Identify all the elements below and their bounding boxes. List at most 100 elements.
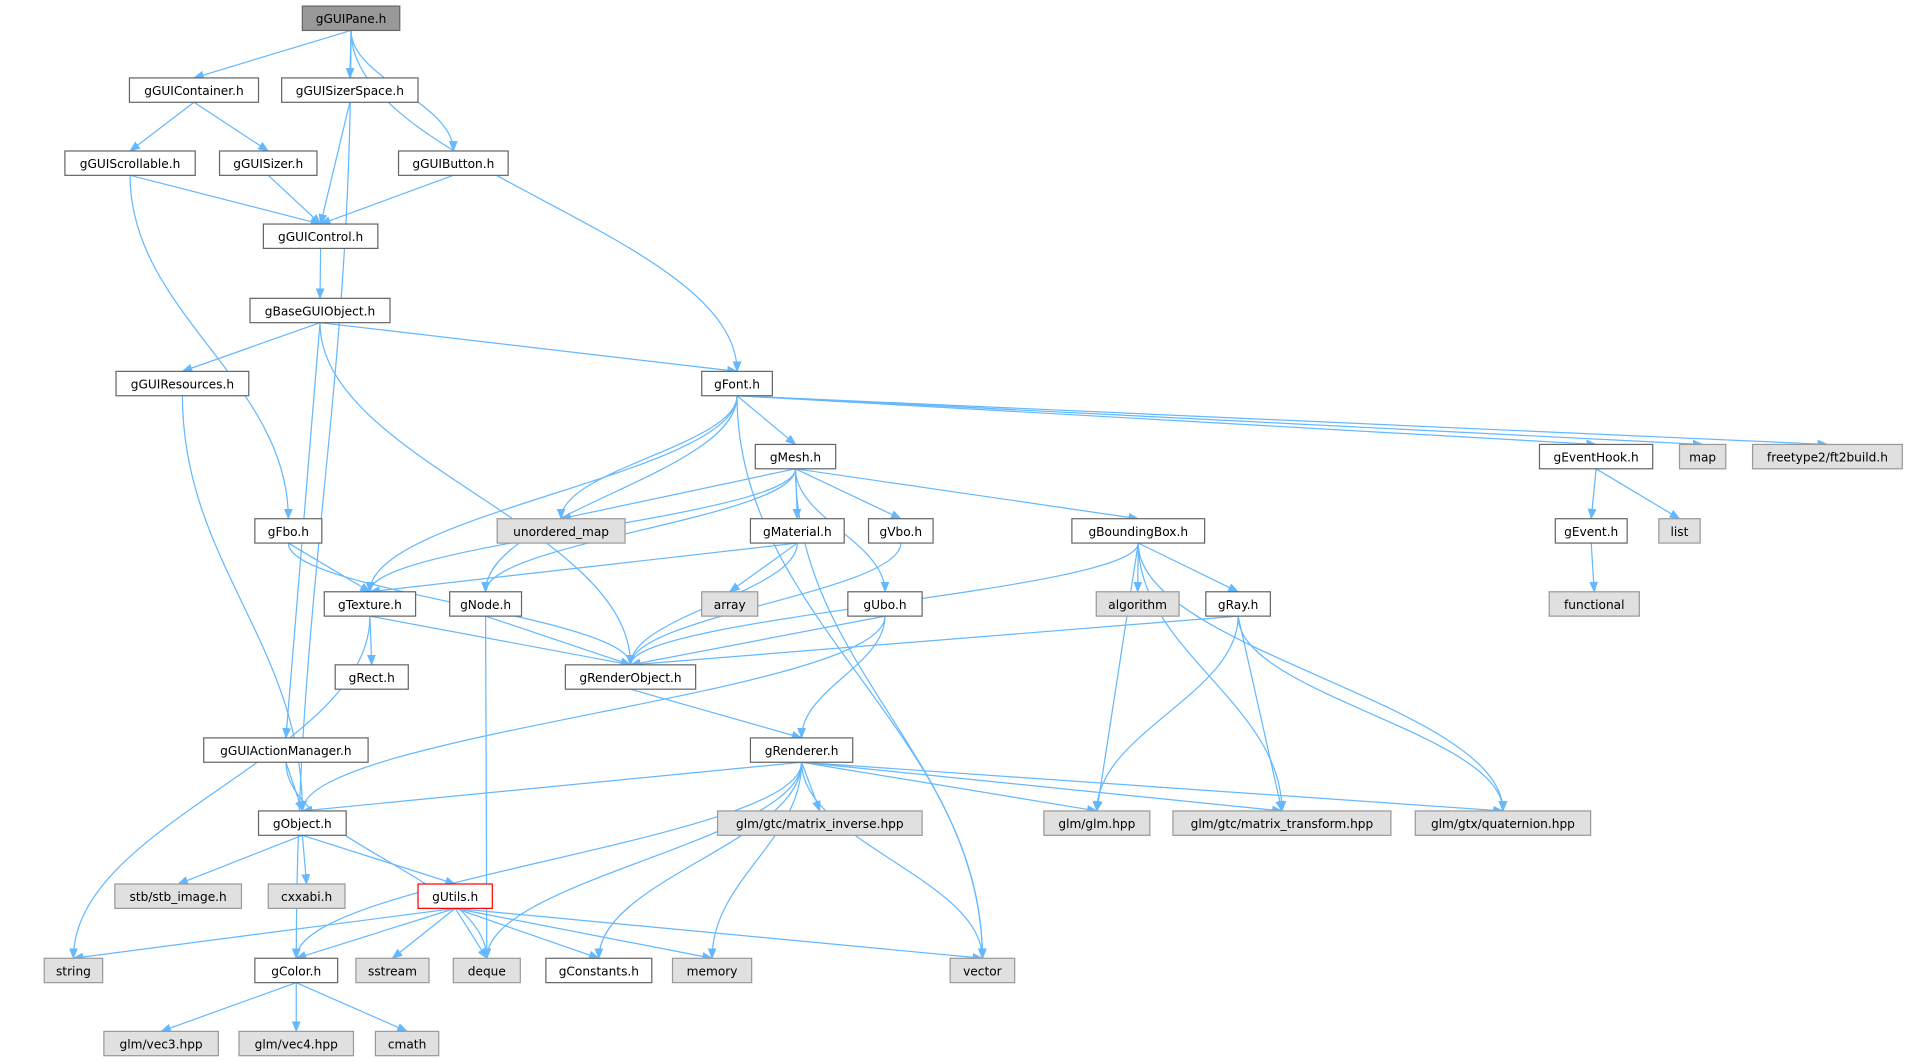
node-label: gVbo.h: [880, 525, 923, 539]
node-box: [323, 591, 417, 617]
node-box: [397, 150, 509, 176]
edge-gMesh-to-unordered_map: [560, 468, 796, 521]
edge-gBaseGUIObject-to-gFont: [319, 322, 739, 375]
edge-gFont-to-map: [737, 395, 1704, 449]
node-box: [334, 664, 409, 690]
node-gGUIContainer[interactable]: gGUIContainer.h: [128, 77, 260, 103]
node-gUtils[interactable]: gUtils.h: [417, 883, 493, 909]
node-gGUISizer[interactable]: gGUISizer.h: [218, 150, 318, 176]
node-gEvent[interactable]: gEvent.h: [1554, 518, 1628, 544]
node-gRenderObject[interactable]: gRenderObject.h: [564, 664, 697, 690]
node-gGUIControl[interactable]: gGUIControl.h: [262, 223, 379, 250]
node-vec4: glm/vec4.hpp: [238, 1030, 355, 1057]
node-vector: vector: [949, 957, 1016, 984]
node-box: [716, 810, 923, 836]
node-label: stb/stb_image.h: [130, 890, 227, 904]
edge-gBoundingBox-to-quaternion: [1137, 543, 1508, 813]
node-gObject[interactable]: gObject.h: [257, 810, 347, 836]
node-gColor[interactable]: gColor.h: [254, 957, 339, 984]
node-functional: functional: [1548, 591, 1640, 617]
node-glm: glm/glm.hpp: [1043, 810, 1151, 836]
node-label: gFbo.h: [268, 525, 309, 539]
node-vec3: glm/vec3.hpp: [103, 1030, 219, 1057]
node-box: [238, 1030, 355, 1057]
node-cmath: cmath: [374, 1030, 440, 1057]
edge-gUtils-to-gConstants: [454, 907, 600, 960]
node-gRay[interactable]: gRay.h: [1205, 591, 1271, 617]
node-label: gUbo.h: [863, 598, 906, 612]
node-gRect[interactable]: gRect.h: [334, 664, 409, 690]
node-gBoundingBox[interactable]: gBoundingBox.h: [1071, 518, 1206, 544]
node-box: [449, 591, 523, 617]
edge-gGUIControl-to-gBaseGUIObject: [315, 248, 325, 300]
node-box: [749, 737, 854, 763]
edge-gMesh-to-gBoundingBox: [795, 468, 1140, 522]
node-gBaseGUIObject[interactable]: gBaseGUIObject.h: [249, 297, 391, 324]
node-gMaterial[interactable]: gMaterial.h: [749, 518, 845, 544]
node-label: algorithm: [1108, 598, 1167, 612]
node-gGUIPane[interactable]: gGUIPane.h: [301, 5, 401, 32]
node-box: [847, 591, 923, 617]
node-label: gRect.h: [349, 671, 395, 685]
node-label: functional: [1564, 598, 1625, 612]
node-gConstants[interactable]: gConstants.h: [545, 957, 653, 984]
node-algorithm: algorithm: [1095, 591, 1180, 617]
edge-gRenderer-to-quaternion: [801, 761, 1505, 815]
node-label: gGUIControl.h: [278, 230, 363, 244]
edge-gGUIPane-to-gGUIContainer: [192, 29, 352, 80]
node-label: gRenderer.h: [765, 744, 839, 758]
node-gTexture[interactable]: gTexture.h: [323, 591, 417, 617]
edge-gRay-to-matrix_transform: [1237, 615, 1285, 813]
edge-gRay-to-gRenderObject: [629, 615, 1239, 669]
node-label: gConstants.h: [559, 964, 639, 978]
edge-gUtils-to-sstream: [391, 907, 456, 959]
node-gVbo[interactable]: gVbo.h: [867, 518, 934, 544]
edge-gMaterial-to-gTexture: [368, 542, 798, 596]
node-gFont[interactable]: gFont.h: [701, 370, 773, 397]
node-gMesh[interactable]: gMesh.h: [754, 443, 837, 470]
node-list: list: [1658, 518, 1701, 544]
edge-gMesh-to-gNode: [481, 468, 797, 593]
node-label: gEvent.h: [1564, 525, 1618, 539]
edge-gUbo-to-gRenderer: [797, 616, 886, 739]
edge-gFont-to-gNode: [481, 395, 738, 593]
edge-gBaseGUIObject-to-gGUIResources: [181, 322, 321, 373]
edge-gRenderer-to-gConstants: [594, 762, 803, 960]
node-gRenderer[interactable]: gRenderer.h: [749, 737, 854, 763]
edge-gBoundingBox-to-glm: [1094, 542, 1139, 813]
node-box: [262, 223, 379, 250]
node-stb_image: stb/stb_image.h: [114, 883, 243, 909]
edge-gBaseGUIObject-to-gRenderObject: [319, 322, 635, 666]
node-box: [301, 5, 401, 32]
node-gGUIResources[interactable]: gGUIResources.h: [115, 370, 250, 397]
node-gFbo[interactable]: gFbo.h: [254, 518, 323, 544]
node-matrix_transform: glm/gtc/matrix_transform.hpp: [1172, 810, 1392, 836]
node-label: gGUIActionManager.h: [220, 744, 351, 758]
node-label: gMesh.h: [770, 450, 821, 464]
edge-gGUIContainer-to-gGUIScrollable: [129, 101, 195, 152]
node-label: gTexture.h: [338, 598, 402, 612]
node-box: [64, 150, 196, 176]
edge-gFont-to-freetype: [737, 395, 1829, 449]
node-gUbo[interactable]: gUbo.h: [847, 591, 923, 617]
node-gNode[interactable]: gNode.h: [449, 591, 523, 617]
node-gGUIButton[interactable]: gGUIButton.h: [397, 150, 509, 176]
node-box: [257, 810, 347, 836]
node-box: [218, 150, 318, 176]
edge-gFont-to-vector: [736, 395, 987, 960]
node-box: [1071, 518, 1206, 544]
edge-gUtils-to-string: [72, 907, 456, 962]
node-box: [115, 370, 250, 397]
node-gGUISizerSpace[interactable]: gGUISizerSpace.h: [281, 77, 419, 103]
node-label: unordered_map: [513, 525, 609, 539]
node-gEventHook[interactable]: gEventHook.h: [1538, 443, 1654, 470]
node-box: [254, 957, 339, 984]
node-gGUIActionManager[interactable]: gGUIActionManager.h: [203, 737, 369, 763]
node-label: glm/vec4.hpp: [255, 1037, 338, 1051]
edge-gGUIActionManager-to-deque: [285, 762, 492, 960]
node-label: gRenderObject.h: [579, 671, 681, 685]
node-box: [203, 737, 369, 763]
node-box: [417, 883, 493, 909]
node-gGUIScrollable[interactable]: gGUIScrollable.h: [64, 150, 196, 176]
edge-gUbo-to-gRenderObject: [629, 615, 886, 668]
